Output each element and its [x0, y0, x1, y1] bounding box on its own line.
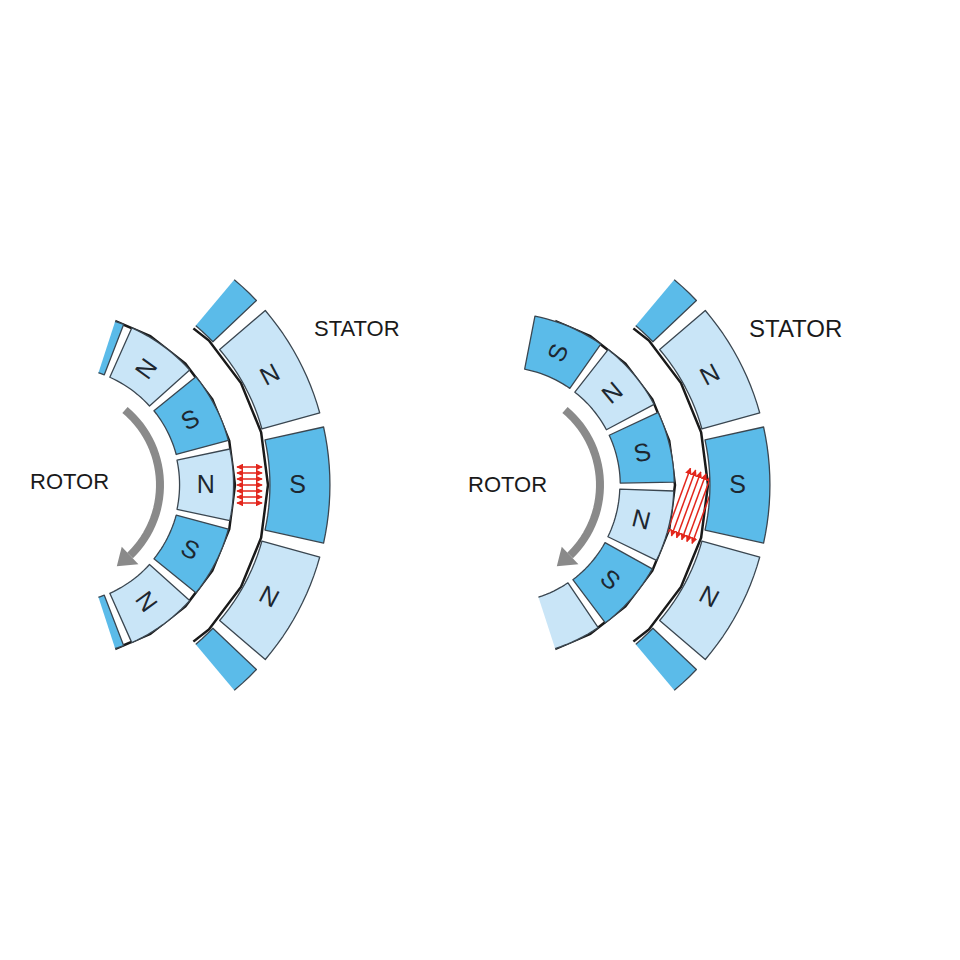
- partial-magnet: [53, 595, 124, 657]
- flux-line: [237, 496, 262, 498]
- partial-magnet: [578, 236, 696, 342]
- rotation-arrowhead: [557, 547, 579, 566]
- pole-letter: S: [289, 472, 306, 497]
- stator-label: STATOR: [749, 317, 842, 341]
- rotation-arrow: [565, 410, 600, 556]
- magnet-shape: [177, 449, 234, 521]
- flux-line: [237, 484, 262, 486]
- pole-letter: S: [729, 472, 746, 497]
- partial-magnet: [53, 313, 124, 375]
- magnet-shape: [654, 529, 766, 662]
- stator-magnet: S: [265, 427, 330, 543]
- flux-line: [237, 472, 262, 474]
- partial-magnet: [578, 628, 696, 734]
- magnet-shape: [606, 411, 677, 493]
- magnet-shape: [214, 529, 326, 662]
- pole-letter: N: [197, 472, 215, 497]
- flux-line: [682, 474, 706, 540]
- stator-magnet: N: [214, 529, 326, 662]
- flux-line: [687, 476, 711, 542]
- rotor-magnet: S: [606, 411, 677, 493]
- partial-magnet: [138, 628, 256, 734]
- flux-line: [237, 502, 262, 504]
- rotor-magnet: N: [177, 449, 234, 521]
- flux-line: [237, 490, 262, 492]
- rotor-label: ROTOR: [30, 471, 109, 493]
- stator-magnet: N: [214, 308, 326, 441]
- stator-magnet: N: [654, 529, 766, 662]
- magnet-shape: [705, 427, 770, 543]
- magnet-shape: [101, 557, 192, 645]
- flux-line: [237, 466, 262, 468]
- magnet-shape: [265, 427, 330, 543]
- magnet-shape: [566, 534, 656, 625]
- rotation-arrowhead: [117, 547, 139, 566]
- magnet-shape: [214, 308, 326, 441]
- stator-magnet: S: [705, 427, 770, 543]
- stator-label: STATOR: [314, 318, 400, 340]
- flux-arrows: [237, 467, 262, 503]
- partial-magnet: [138, 236, 256, 342]
- flux-line: [237, 478, 262, 480]
- rotation-arrow: [125, 410, 160, 556]
- rotor-label: ROTOR: [468, 474, 547, 496]
